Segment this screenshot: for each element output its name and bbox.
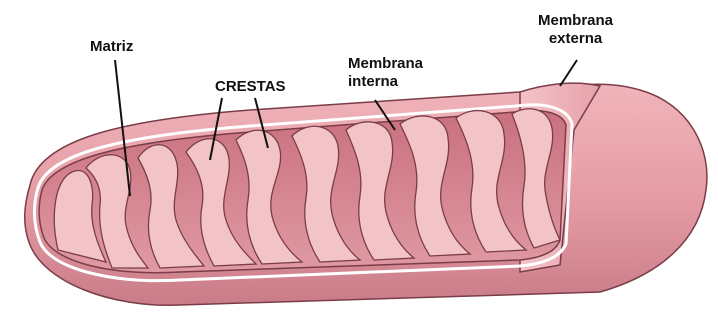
label-membrana-externa-line1: Membrana [538,12,613,30]
leader-membrana-externa [560,60,577,86]
label-membrana-interna: Membrana interna [348,55,423,91]
label-membrana-externa: Membrana externa [538,12,613,48]
label-membrana-interna-line1: Membrana [348,55,423,73]
label-membrana-externa-line2: externa [538,30,613,48]
label-membrana-interna-line2: interna [348,73,423,91]
label-crestas: CRESTAS [215,78,286,96]
label-matriz: Matriz [90,38,133,56]
